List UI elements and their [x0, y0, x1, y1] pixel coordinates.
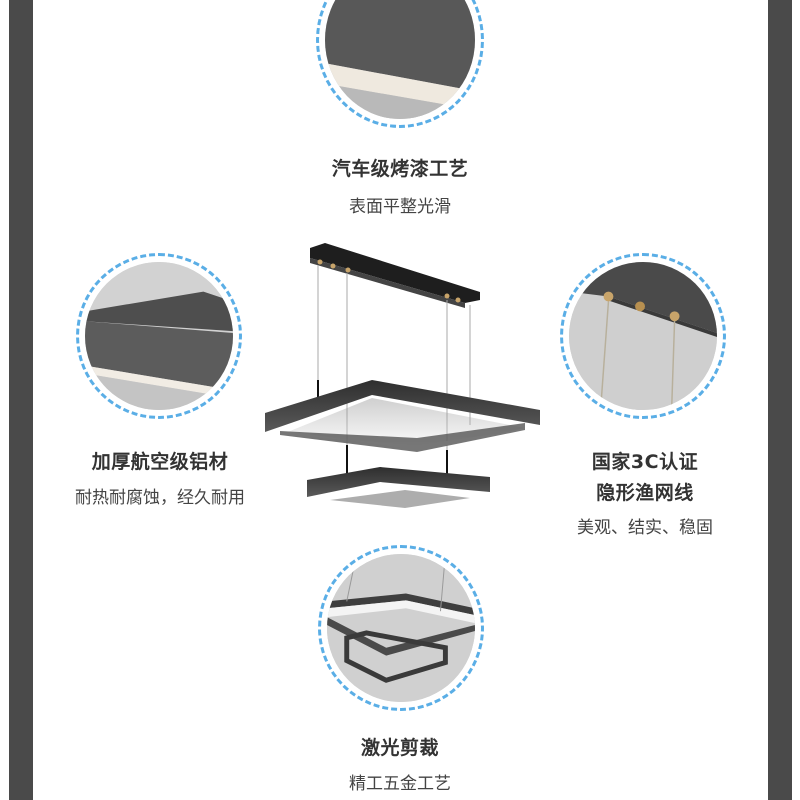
aluminum-closeup-circle [76, 253, 242, 419]
wire-closeup-image [569, 262, 717, 410]
laser-cut-closeup-circle [318, 545, 484, 711]
laser-cut-feature-title: 激光剪裁 [360, 737, 439, 759]
certification-feature-title: 国家3C认证 [591, 451, 699, 473]
left-decorative-bar [9, 0, 33, 800]
right-decorative-bar [768, 0, 792, 800]
paint-closeup-circle [316, 0, 484, 128]
paint-feature-title: 汽车级烤漆工艺 [331, 158, 469, 180]
wire-closeup-circle [560, 253, 726, 419]
aluminum-closeup-image [85, 262, 233, 410]
wire-feature-subtitle: 美观、结实、稳固 [577, 518, 713, 538]
wire-feature-title: 隐形渔网线 [596, 482, 694, 504]
pendant-lamp-image [255, 230, 555, 520]
aluminum-feature-subtitle: 耐热耐腐蚀，经久耐用 [75, 488, 245, 508]
laser-cut-feature-subtitle: 精工五金工艺 [349, 774, 451, 794]
aluminum-feature-title: 加厚航空级铝材 [91, 451, 229, 473]
paint-feature-subtitle: 表面平整光滑 [349, 197, 451, 217]
paint-closeup-image [325, 0, 475, 119]
laser-cut-closeup-image [327, 554, 475, 702]
